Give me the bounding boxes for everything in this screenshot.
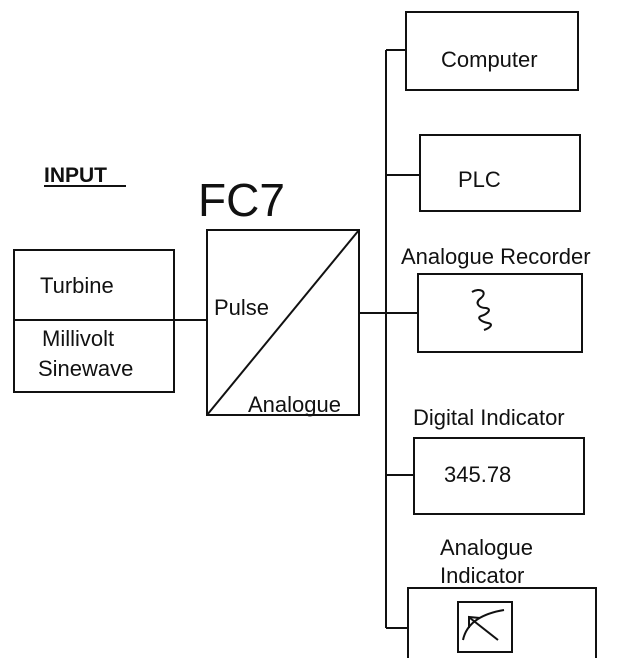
plc-box: PLC [419, 134, 581, 212]
analogue-indicator-label-line2: Indicator [440, 563, 524, 588]
analogue-label: Analogue [248, 392, 341, 417]
analogue-recorder-label: Analogue Recorder [401, 244, 591, 269]
gauge-needle-icon [457, 601, 513, 653]
converter-box-outline [206, 229, 360, 416]
gauge-needle-arrowhead [468, 615, 481, 628]
gauge-arc [462, 609, 505, 641]
turbine-label: Turbine [40, 273, 114, 298]
millivolt-label: Millivolt [42, 326, 114, 351]
digital-box-outline [413, 437, 585, 515]
plc-box-outline [419, 134, 581, 212]
input-heading: INPUT [44, 164, 107, 187]
computer-box-outline [405, 11, 579, 91]
computer-label: Computer [441, 47, 538, 72]
turbine-source-box: Turbine Millivolt Sinewave [13, 249, 175, 393]
analogue-indicator-box [407, 587, 597, 658]
plc-label: PLC [458, 167, 501, 192]
computer-box: Computer [405, 11, 579, 91]
analogue-recorder-box [417, 273, 583, 353]
digital-value: 345.78 [444, 462, 511, 487]
recorder-box-outline [417, 273, 583, 353]
analogue-indicator-box-outline [407, 587, 597, 658]
digital-indicator-label: Digital Indicator [413, 405, 565, 430]
digital-indicator-box: 345.78 [413, 437, 585, 515]
sinewave-label: Sinewave [38, 356, 133, 381]
converter-diagonal [206, 229, 360, 416]
analogue-indicator-label-line1: Analogue [440, 535, 533, 560]
gauge-needle [469, 617, 499, 641]
gauge-icon-frame [457, 601, 513, 653]
fc7-converter-box: Pulse Analogue [206, 229, 360, 417]
converter-title: FC7 [198, 174, 285, 226]
recorder-trace-icon [471, 288, 492, 331]
pulse-label: Pulse [214, 295, 269, 320]
